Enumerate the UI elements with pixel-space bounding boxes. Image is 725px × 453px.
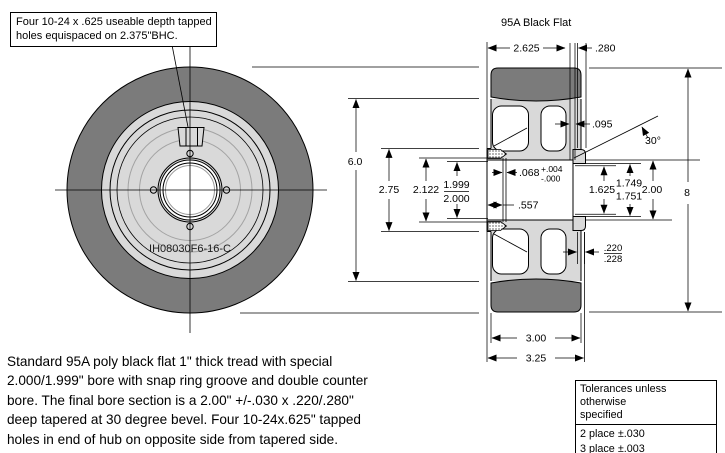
dim-label: 2.122 xyxy=(413,184,439,196)
bevel-line-30deg xyxy=(573,115,659,159)
dim-label: 30° xyxy=(645,135,661,147)
dim-hub-325: 3.25 xyxy=(487,232,585,365)
dim-angle-30: 30° xyxy=(641,126,661,147)
tread-bottom-section xyxy=(490,278,582,313)
dim-cb-200: 2.00 xyxy=(585,159,700,221)
dim-groove-095: .095 xyxy=(555,119,613,131)
dim-label: .228 xyxy=(604,254,623,265)
dim-label: 2.000 xyxy=(443,193,469,205)
dim-label: 8 xyxy=(684,187,690,199)
lightening-pockets xyxy=(492,105,567,275)
dim-tolerance-plus: +.004 xyxy=(541,164,563,174)
dim-dia-275: 2.75 xyxy=(379,148,479,232)
snap-ring-bottom xyxy=(487,221,508,231)
tapped-holes-callout: Four 10-24 x .625 useable depth tapped h… xyxy=(10,12,217,47)
tolerances-title-line1: Tolerances unless otherwise xyxy=(580,383,667,408)
dim-label: .095 xyxy=(592,119,613,131)
centerlines xyxy=(55,47,327,333)
section-view-label: 95A Black Flat xyxy=(501,17,572,29)
description-paragraph: Standard 95A poly black flat 1" thick tr… xyxy=(7,352,477,449)
dim-label: .557 xyxy=(518,200,539,212)
dim-dia-2122: 2.122 xyxy=(413,157,502,223)
front-view: IH08030F6-16-C xyxy=(55,44,327,333)
part-number: IH08030F6-16-C xyxy=(149,243,231,255)
dim-width-280: .280 xyxy=(577,43,616,148)
snap-ring-top xyxy=(487,149,508,159)
dim-label: 6.0 xyxy=(348,156,363,168)
dim-snap-068: .068 +.004 -.000 xyxy=(492,164,563,184)
dim-label: .220 xyxy=(604,243,623,254)
dim-label: 1.751 xyxy=(616,191,642,203)
description-line: 2.000/1.999" bore with snap ring groove … xyxy=(7,373,368,389)
dim-bore-fraction: 1.999 2.000 xyxy=(443,161,488,219)
description-line: Standard 95A poly black flat 1" thick tr… xyxy=(7,354,333,369)
projection-lines xyxy=(240,66,479,314)
snap-ring-groove xyxy=(487,149,508,231)
dim-label: 1.749 xyxy=(616,178,642,190)
dim-width-2625: 2.625 xyxy=(486,42,576,362)
tapped-hole-depth-detail xyxy=(177,127,205,147)
dim-label: 1.999 xyxy=(443,179,469,191)
dim-label: 2.625 xyxy=(513,43,539,55)
dim-label: 1.625 xyxy=(589,184,615,196)
dim-label: .068 xyxy=(519,167,540,179)
tolerances-title-line2: specified xyxy=(580,409,623,421)
callout-line2: holes equispaced on 2.375"BHC. xyxy=(16,29,178,42)
dim-label: 3.25 xyxy=(526,353,547,365)
tolerance-row-3place: 3 place ±.003 xyxy=(580,442,645,453)
counterbore-opening xyxy=(573,163,587,217)
dim-label: 2.75 xyxy=(379,184,400,196)
dim-label: .280 xyxy=(595,43,616,55)
description-line: holes in end of hub on opposite side fro… xyxy=(7,431,339,447)
hub-taper-lines xyxy=(493,127,528,253)
dim-label: 3.00 xyxy=(526,333,547,345)
callout-line1: Four 10-24 x .625 useable depth tapped xyxy=(16,16,212,28)
tolerances-title: Tolerances unless otherwise specified xyxy=(576,381,716,425)
dim-od-8: 8 xyxy=(589,67,722,313)
description-line: deep tapered at 30 degree bevel. Four 10… xyxy=(7,412,361,428)
tolerances-rows: 2 place ±.030 3 place ±.003 Angular ±.5 … xyxy=(576,425,716,453)
description-line: bore. The final bore section is a 2.00" … xyxy=(7,392,354,408)
dim-snap-pos-557: .557 xyxy=(487,200,539,212)
dim-tolerance-minus: -.000 xyxy=(541,174,561,184)
tolerance-row-2place: 2 place ±.030 xyxy=(580,428,645,440)
tread-top-section xyxy=(490,67,582,102)
section-view xyxy=(486,67,659,313)
dim-label: 2.00 xyxy=(642,184,663,196)
dim-tread-300: 3.00 xyxy=(490,313,582,345)
dim-cb-1749-1751: 1.749 1.751 xyxy=(585,163,642,217)
hub-rim xyxy=(572,149,586,231)
callout-leader-line xyxy=(171,44,189,128)
tolerances-box: Tolerances unless otherwise specified 2 … xyxy=(575,380,717,453)
dim-dia-6: 6.0 xyxy=(348,98,479,282)
dimensions: 2.625 .280 .095 30° 6.0 xyxy=(348,42,722,365)
dim-cb-1625: 1.625 xyxy=(575,165,616,215)
